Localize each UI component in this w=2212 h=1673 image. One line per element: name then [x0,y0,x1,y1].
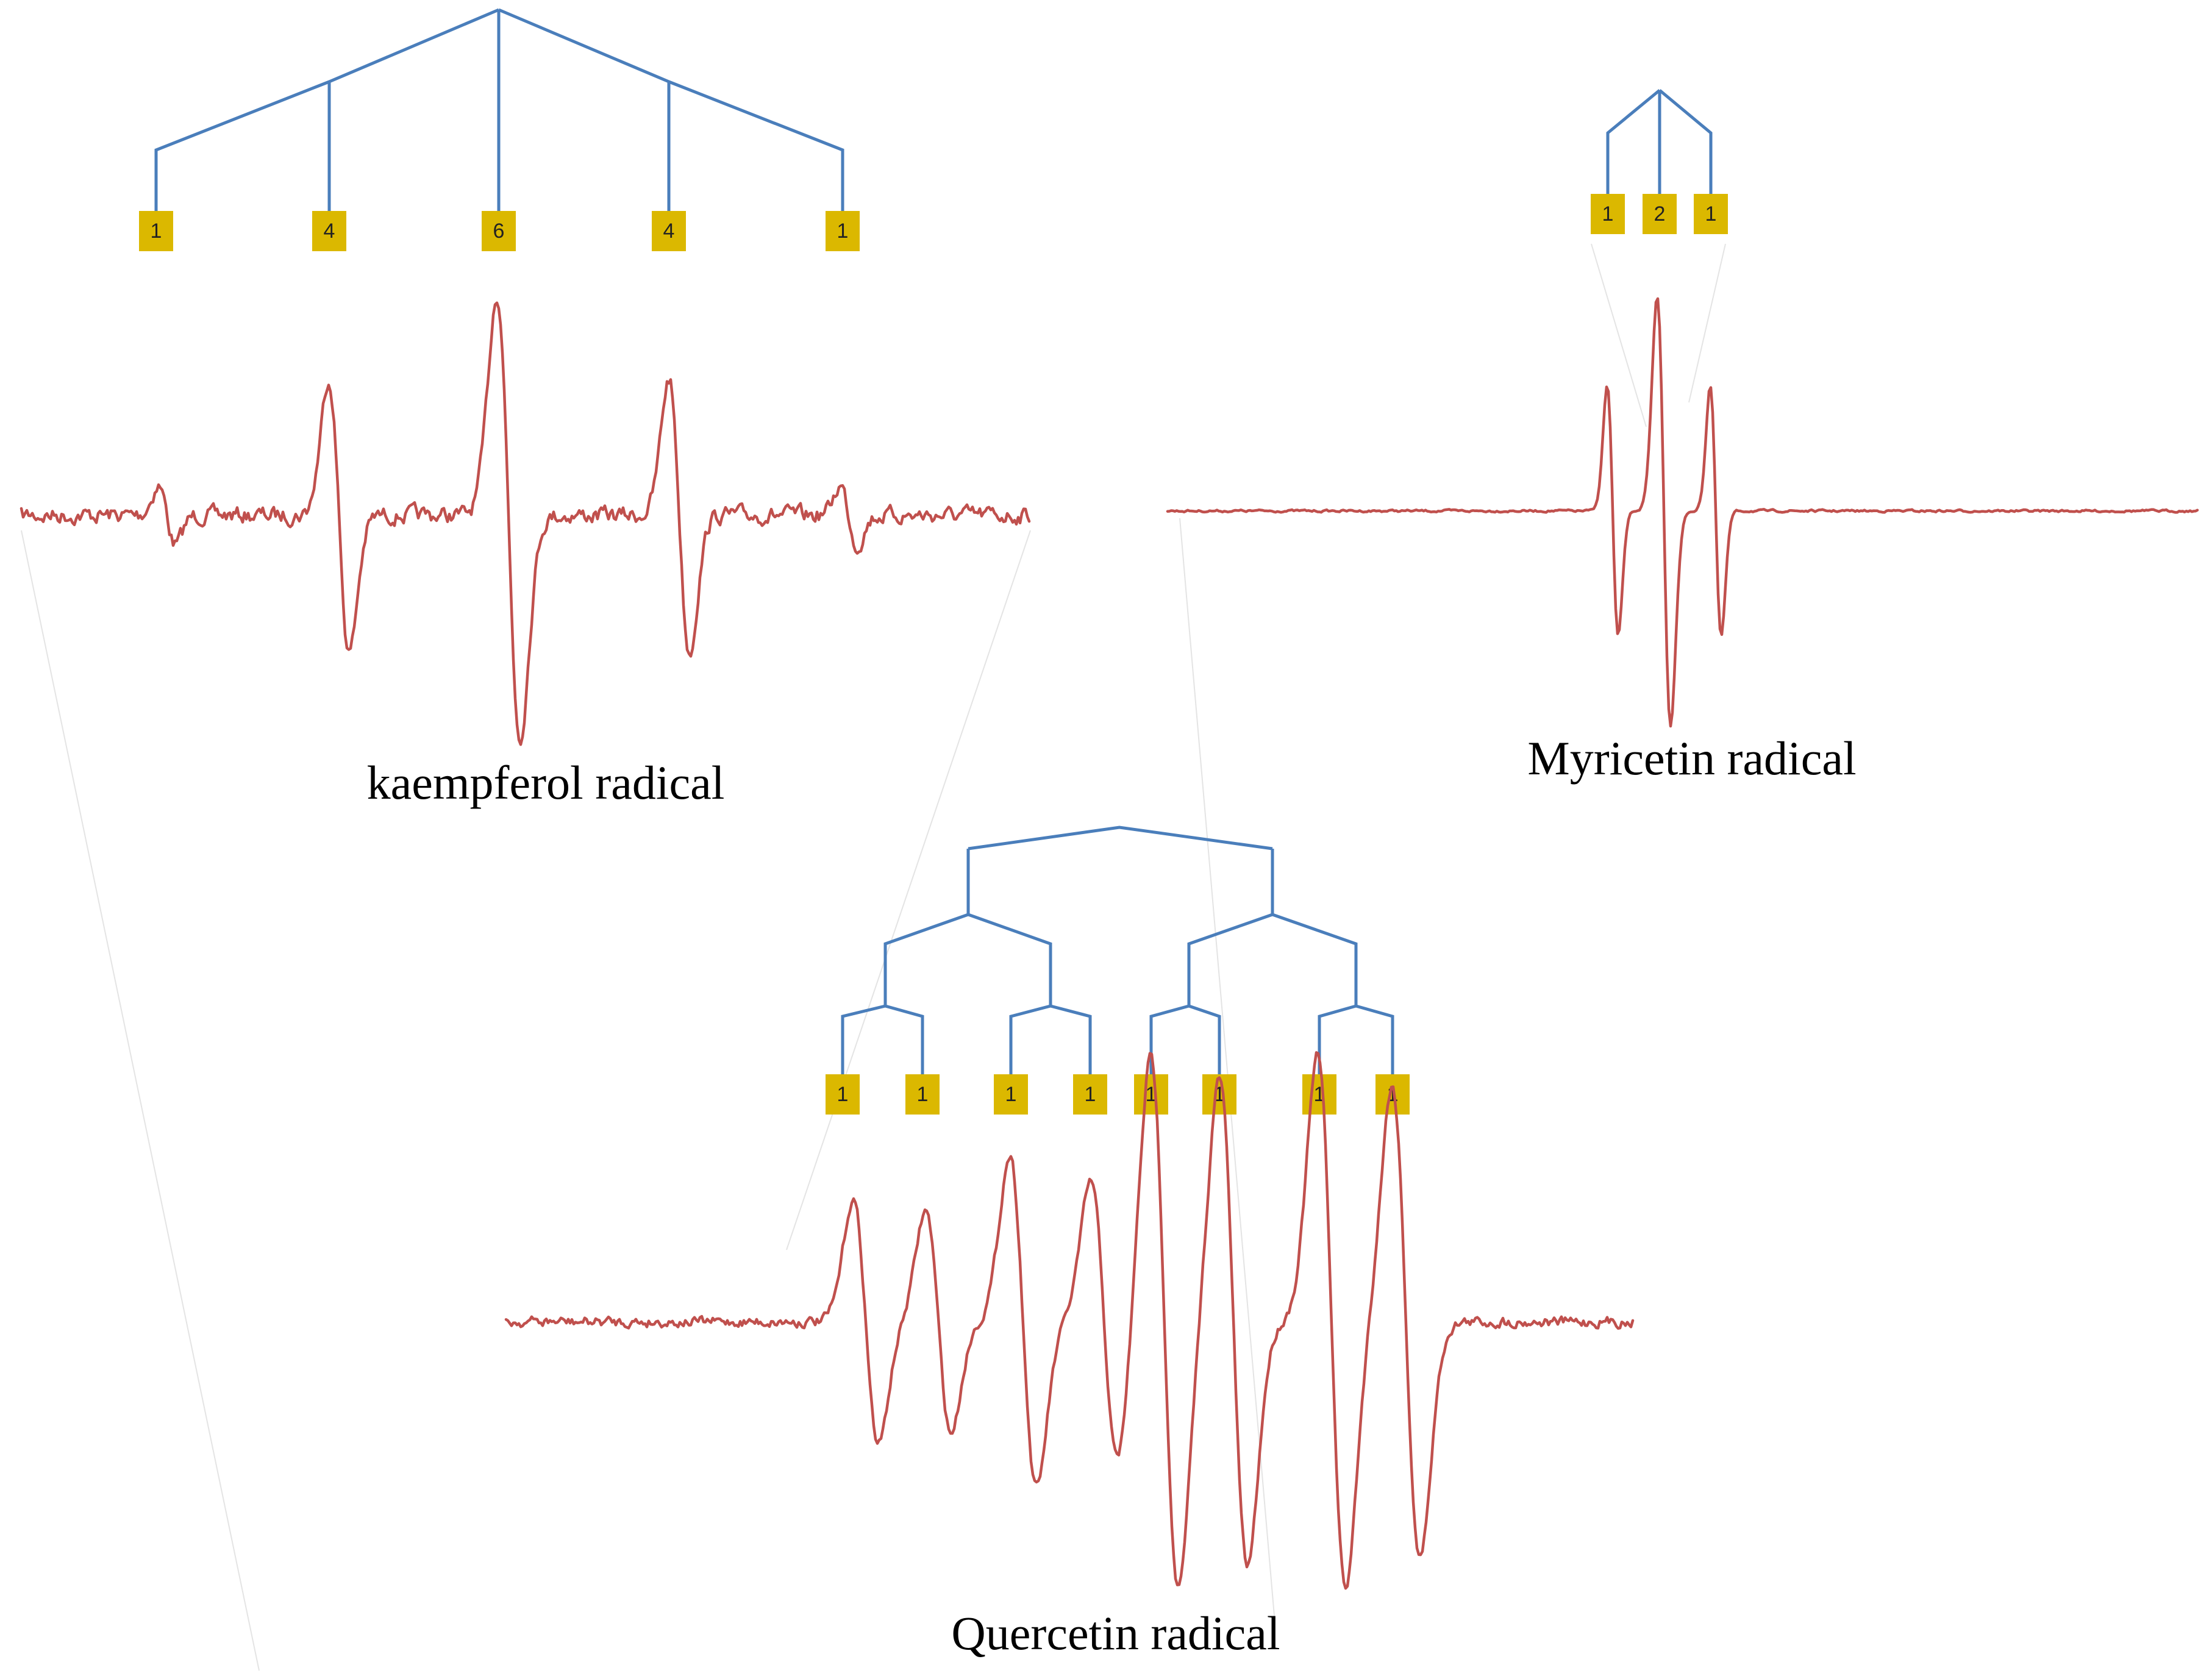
kaempferol-caption: kaempferol radical [367,756,725,809]
svg-text:1: 1 [837,219,849,243]
kaempferol-splitting-tree [154,8,844,219]
kaempferol-intensity-box-5: 1 [826,211,860,251]
quercetin-intensity-box-1: 1 [826,1074,860,1115]
myricetin-intensity-box-1: 1 [1591,194,1625,234]
guide-line-myr-b [1688,243,1726,403]
quercetin-caption: Quercetin radical [951,1607,1280,1660]
myricetin-intensity-box-2: 2 [1643,194,1677,234]
quercetin-splitting-tree [841,826,1394,1082]
quercetin-intensity-box-2: 1 [905,1074,940,1115]
kaempferol-intensity-box-3: 6 [482,211,516,251]
svg-text:1: 1 [151,219,162,243]
guide-line-mid [786,530,1031,1250]
guide-line-right [1179,518,1275,1616]
svg-text:6: 6 [493,219,505,243]
svg-text:1: 1 [1085,1083,1096,1106]
myricetin-intensity-box-3: 1 [1694,194,1728,234]
kaempferol-panel: 1 4 6 4 1 kaempferol radical [20,8,1031,809]
kaempferol-intensity-box-4: 4 [652,211,686,251]
myricetin-panel: 1 2 1 Myricetin radical [1166,89,2199,785]
myricetin-splitting-tree [1606,89,1713,206]
quercetin-epr-trace [504,1051,1635,1590]
myricetin-epr-trace [1166,297,2199,728]
svg-text:4: 4 [663,219,675,243]
kaempferol-intensity-box-2: 4 [312,211,346,251]
kaempferol-epr-trace [20,301,1031,746]
quercetin-intensity-box-7: 1 [1302,1074,1336,1115]
kaempferol-intensity-box-1: 1 [139,211,173,251]
svg-text:1: 1 [917,1083,929,1106]
svg-text:1: 1 [837,1083,849,1106]
svg-text:2: 2 [1654,202,1666,226]
quercetin-panel: 1 1 1 1 1 1 1 1 Quercet [504,826,1635,1660]
guide-line-left [21,530,260,1671]
svg-text:1: 1 [1602,202,1614,226]
guide-line-myr-a [1591,243,1647,427]
svg-text:4: 4 [324,219,335,243]
quercetin-intensity-box-4: 1 [1073,1074,1107,1115]
quercetin-intensity-box-8: 1 [1375,1074,1410,1115]
svg-text:1: 1 [1005,1083,1017,1106]
svg-text:1: 1 [1705,202,1717,226]
connector-guides [21,243,1726,1671]
myricetin-caption: Myricetin radical [1527,732,1856,785]
quercetin-intensity-box-3: 1 [994,1074,1028,1115]
quercetin-intensity-box-5: 1 [1134,1074,1168,1115]
